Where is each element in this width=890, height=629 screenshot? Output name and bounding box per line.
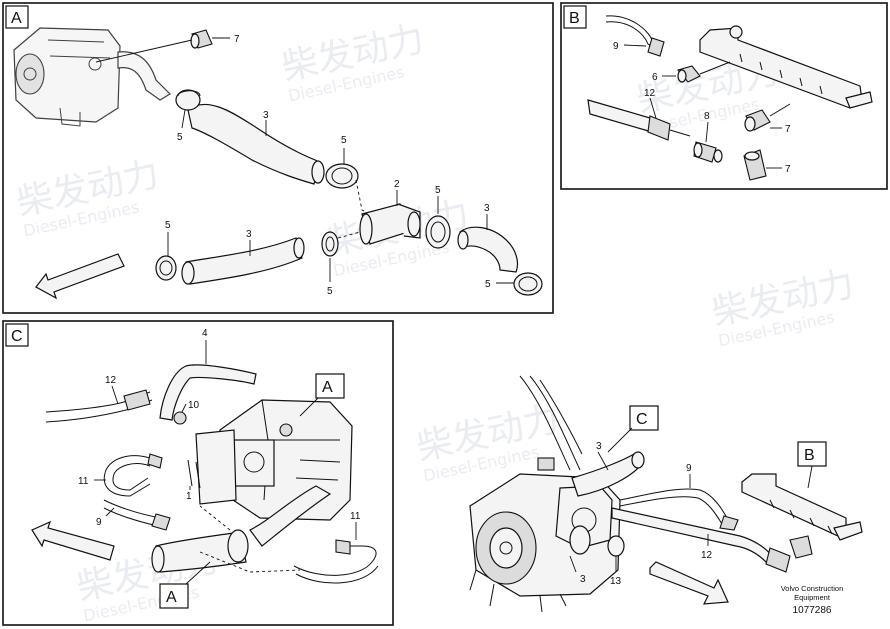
label-c-10: 10 bbox=[188, 400, 200, 411]
label-a-5e: 5 bbox=[165, 220, 171, 231]
svg-text:A: A bbox=[322, 379, 333, 396]
hose-3-right bbox=[457, 226, 519, 273]
elbow-fitting-7 bbox=[743, 149, 767, 181]
direction-arrow bbox=[31, 520, 115, 561]
fuel-line-11 bbox=[103, 455, 151, 497]
label-b-8: 8 bbox=[704, 111, 710, 122]
main-overview: 3 9 12 3 13 C bbox=[469, 375, 863, 616]
clamp-5 bbox=[325, 163, 359, 189]
panel-b-tag-box bbox=[563, 5, 587, 29]
fuel-line-12 bbox=[611, 507, 773, 563]
label-c-9: 9 bbox=[96, 517, 102, 528]
label-a-3b: 3 bbox=[484, 203, 490, 214]
panel-b-frame bbox=[560, 2, 888, 190]
svg-text:C: C bbox=[636, 411, 648, 428]
panel-b-tag: B bbox=[569, 10, 580, 27]
washer-13 bbox=[607, 535, 625, 557]
screw-1 bbox=[187, 459, 201, 489]
panel-a-tag-box bbox=[5, 5, 29, 29]
pump-assembly bbox=[195, 399, 353, 521]
panel-c-tag-box bbox=[5, 323, 29, 347]
label-a-5f: 5 bbox=[327, 286, 333, 297]
fuel-rail bbox=[741, 473, 863, 559]
hose-3-upper bbox=[175, 89, 325, 185]
label-a-5d: 5 bbox=[485, 279, 491, 290]
fuel-line-11 bbox=[293, 545, 377, 576]
elbow-fitting-7 bbox=[190, 29, 213, 49]
label-main-12: 12 bbox=[701, 550, 713, 561]
label-main-3a: 3 bbox=[596, 441, 602, 452]
label-main-13: 13 bbox=[610, 576, 622, 587]
panel-a: A 7 5 3 bbox=[2, 2, 554, 314]
panel-c-frame bbox=[2, 320, 394, 626]
hose-3-lower bbox=[181, 237, 305, 285]
label-b-12: 12 bbox=[644, 88, 656, 99]
fuel-line-12 bbox=[45, 391, 151, 413]
label-a-7: 7 bbox=[234, 34, 240, 45]
panel-b: B 9 6 12 bbox=[560, 2, 888, 190]
elbow-fitting-6 bbox=[677, 61, 731, 83]
label-a-5c: 5 bbox=[435, 185, 441, 196]
clamp-5 bbox=[155, 255, 177, 281]
label-a-5a: 5 bbox=[177, 132, 183, 143]
ref-a-bottom: A bbox=[159, 561, 211, 609]
hose-3-lower bbox=[569, 525, 591, 555]
svg-text:A: A bbox=[166, 589, 177, 606]
clamp-5 bbox=[321, 231, 339, 257]
ref-b: B bbox=[797, 441, 827, 489]
panel-c: C 4 12 10 11 1 bbox=[2, 320, 394, 626]
pump-illustration bbox=[13, 27, 171, 127]
label-main-9: 9 bbox=[686, 463, 692, 474]
fuel-line-top bbox=[519, 375, 581, 471]
label-b-6: 6 bbox=[652, 72, 658, 83]
elbow-fitting-7 bbox=[744, 103, 791, 132]
panel-a-frame bbox=[2, 2, 554, 314]
label-c-12: 12 bbox=[105, 375, 117, 386]
direction-arrow bbox=[35, 253, 125, 300]
caption-number: 1077286 bbox=[793, 605, 832, 616]
svg-text:B: B bbox=[804, 447, 815, 464]
fuel-line-9 bbox=[619, 488, 729, 521]
label-b-9: 9 bbox=[613, 41, 619, 52]
fitting-9 bbox=[647, 37, 665, 57]
fuel-line-4 bbox=[159, 364, 257, 421]
label-b-7b: 7 bbox=[785, 164, 791, 175]
label-a-5b: 5 bbox=[341, 135, 347, 146]
panel-c-tag: C bbox=[11, 328, 23, 345]
label-a-2: 2 bbox=[394, 179, 400, 190]
caption-line2: Equipment bbox=[794, 593, 831, 602]
clamp-5 bbox=[425, 215, 451, 249]
panel-a-tag: A bbox=[11, 10, 22, 27]
label-b-7a: 7 bbox=[785, 124, 791, 135]
label-c-4: 4 bbox=[202, 328, 208, 339]
fuel-rail bbox=[699, 25, 873, 109]
label-c-1: 1 bbox=[186, 491, 192, 502]
label-a-3a: 3 bbox=[263, 110, 269, 121]
pipe-2 bbox=[359, 203, 421, 245]
direction-arrow bbox=[649, 561, 729, 605]
label-a-3c: 3 bbox=[246, 229, 252, 240]
ref-a-top: A bbox=[299, 373, 345, 417]
label-main-3b: 3 bbox=[580, 574, 586, 585]
ref-c: C bbox=[607, 405, 659, 453]
clamp-5 bbox=[513, 272, 543, 296]
engine-pump-assembly bbox=[469, 457, 621, 613]
washer-10 bbox=[173, 411, 187, 425]
caption-line1: Volvo Construction bbox=[781, 584, 844, 593]
fitting-8 bbox=[693, 141, 723, 163]
label-c-11b: 11 bbox=[350, 511, 361, 522]
label-c-11a: 11 bbox=[78, 476, 89, 487]
